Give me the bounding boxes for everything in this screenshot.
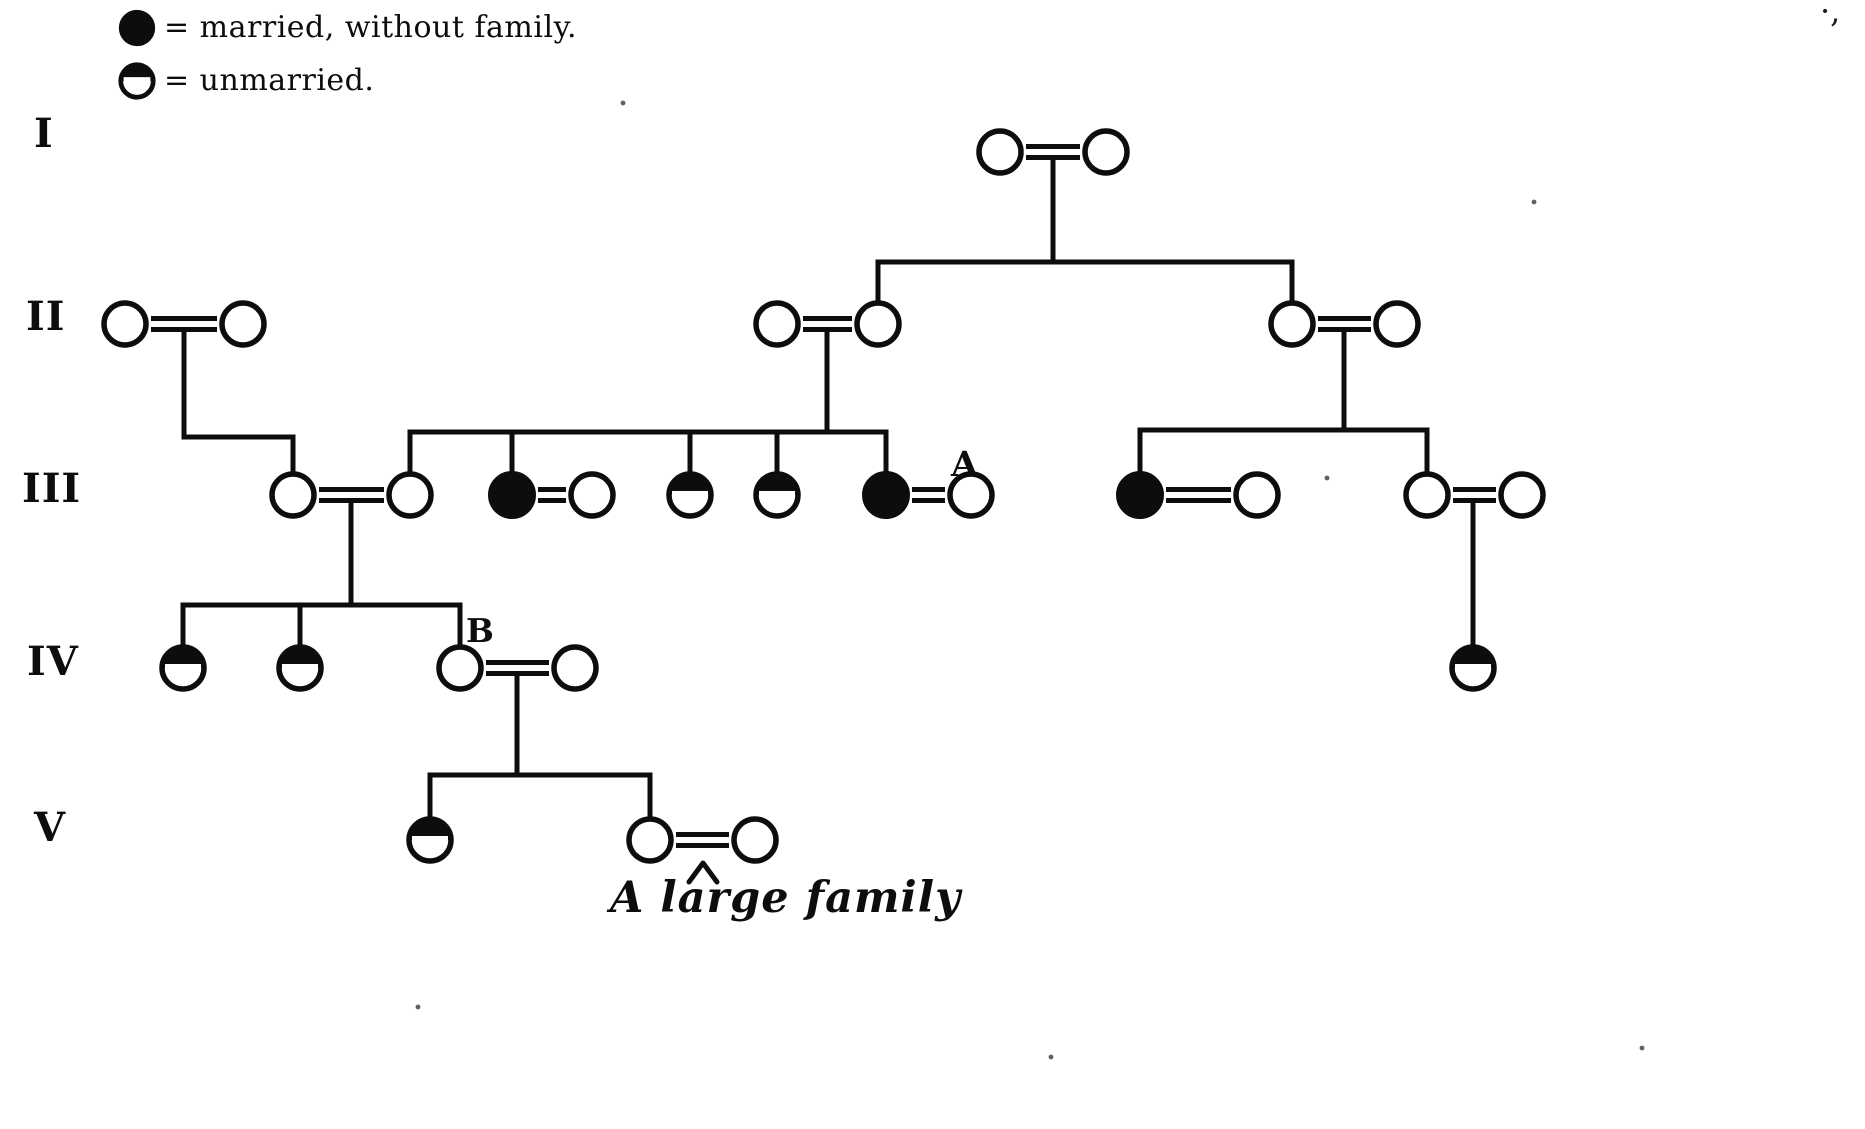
person-node: [1498, 471, 1546, 519]
person-married-without-family: [1116, 471, 1164, 519]
generation-label-II: II: [26, 293, 66, 340]
person-node: [1268, 300, 1316, 348]
scan-speck: [620, 100, 626, 106]
scan-speck: [1639, 1045, 1645, 1051]
person-node: [854, 300, 902, 348]
person-node: [1233, 471, 1281, 519]
legend-label: = unmarried.: [164, 63, 375, 98]
scan-speck: [1324, 475, 1330, 481]
person-unmarried-upper-fill: [280, 648, 320, 668]
generation-label-I: I: [34, 110, 54, 157]
generation-label-IV: IV: [27, 638, 79, 685]
person-node: [1403, 471, 1451, 519]
person-node: [551, 644, 599, 692]
legend-item-married-without-family: = married, without family.: [116, 1, 577, 54]
scan-speck: [1531, 199, 1537, 205]
scan-speck: [415, 1004, 421, 1010]
person-unmarried-upper-fill: [757, 475, 797, 495]
legend: = married, without family. = unmarried.: [116, 1, 577, 107]
person-unmarried-upper-fill: [1453, 648, 1493, 668]
person-node: [731, 816, 779, 864]
unmarried-icon: [118, 61, 156, 100]
person-node: [626, 816, 674, 864]
person-node: [386, 471, 434, 519]
person-unmarried-upper-fill: [163, 648, 203, 668]
person-node: [947, 471, 995, 519]
annotation-B: B: [466, 611, 494, 650]
large-family-caret: [686, 860, 720, 885]
person-node: [101, 300, 149, 348]
person-node: [1082, 128, 1130, 176]
legend-label: = married, without family.: [164, 10, 578, 45]
person-node: [753, 300, 801, 348]
person-node: [1373, 300, 1421, 348]
person-unmarried-upper-fill: [410, 820, 450, 840]
generation-label-V: V: [34, 804, 67, 851]
person-married-without-family: [488, 471, 536, 519]
annotation-A: A: [951, 444, 979, 485]
legend-item-unmarried: = unmarried.: [116, 54, 577, 107]
scan-speck: [1048, 1054, 1054, 1060]
person-node: [976, 128, 1024, 176]
person-married-without-family: [862, 471, 910, 519]
married-without-family-icon: [118, 9, 156, 46]
person-node: [568, 471, 616, 519]
person-unmarried-upper-fill: [670, 475, 710, 495]
person-node: [436, 644, 484, 692]
scan-mark: ·,: [1820, 0, 1841, 30]
person-node: [269, 471, 317, 519]
large-family-caption: A large family: [610, 873, 962, 923]
generation-label-III: III: [22, 465, 82, 512]
person-node: [219, 300, 267, 348]
